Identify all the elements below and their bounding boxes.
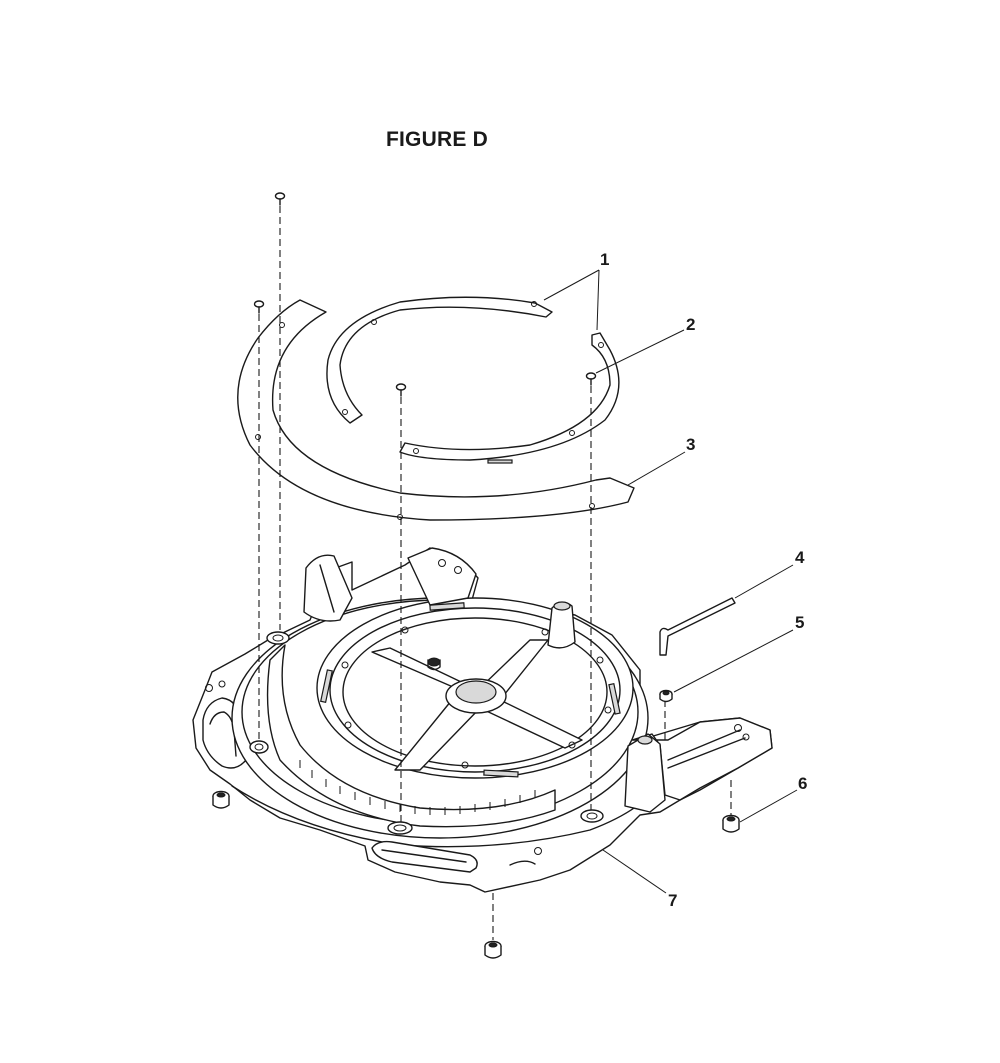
small-throat-plate-part xyxy=(326,296,620,464)
callout-6: 6 xyxy=(798,774,807,793)
callout-7: 7 xyxy=(668,891,677,910)
hex-key-part xyxy=(659,597,736,656)
callout-3: 3 xyxy=(686,435,695,454)
screw-3 xyxy=(395,383,407,397)
callout-5: 5 xyxy=(795,613,804,632)
assembly-guide-lines xyxy=(258,206,732,940)
rubber-feet-part xyxy=(212,790,740,959)
foot-front xyxy=(484,940,502,959)
screw-4 xyxy=(585,372,597,386)
callout-2: 2 xyxy=(686,315,695,334)
set-screw-part xyxy=(659,689,673,703)
foot-left xyxy=(212,790,230,809)
callout-1: 1 xyxy=(600,250,609,269)
saw-base-part xyxy=(192,547,773,893)
callout-labels: 1 2 3 4 5 6 7 xyxy=(600,250,807,910)
foot-right xyxy=(722,814,740,833)
screw-2 xyxy=(253,300,265,314)
figure-title: FIGURE D xyxy=(386,128,488,151)
large-throat-plate-part xyxy=(237,299,635,521)
callout-4: 4 xyxy=(795,548,805,567)
screw-1 xyxy=(274,192,286,206)
screw-part xyxy=(253,192,597,397)
leader-lines xyxy=(543,269,798,894)
